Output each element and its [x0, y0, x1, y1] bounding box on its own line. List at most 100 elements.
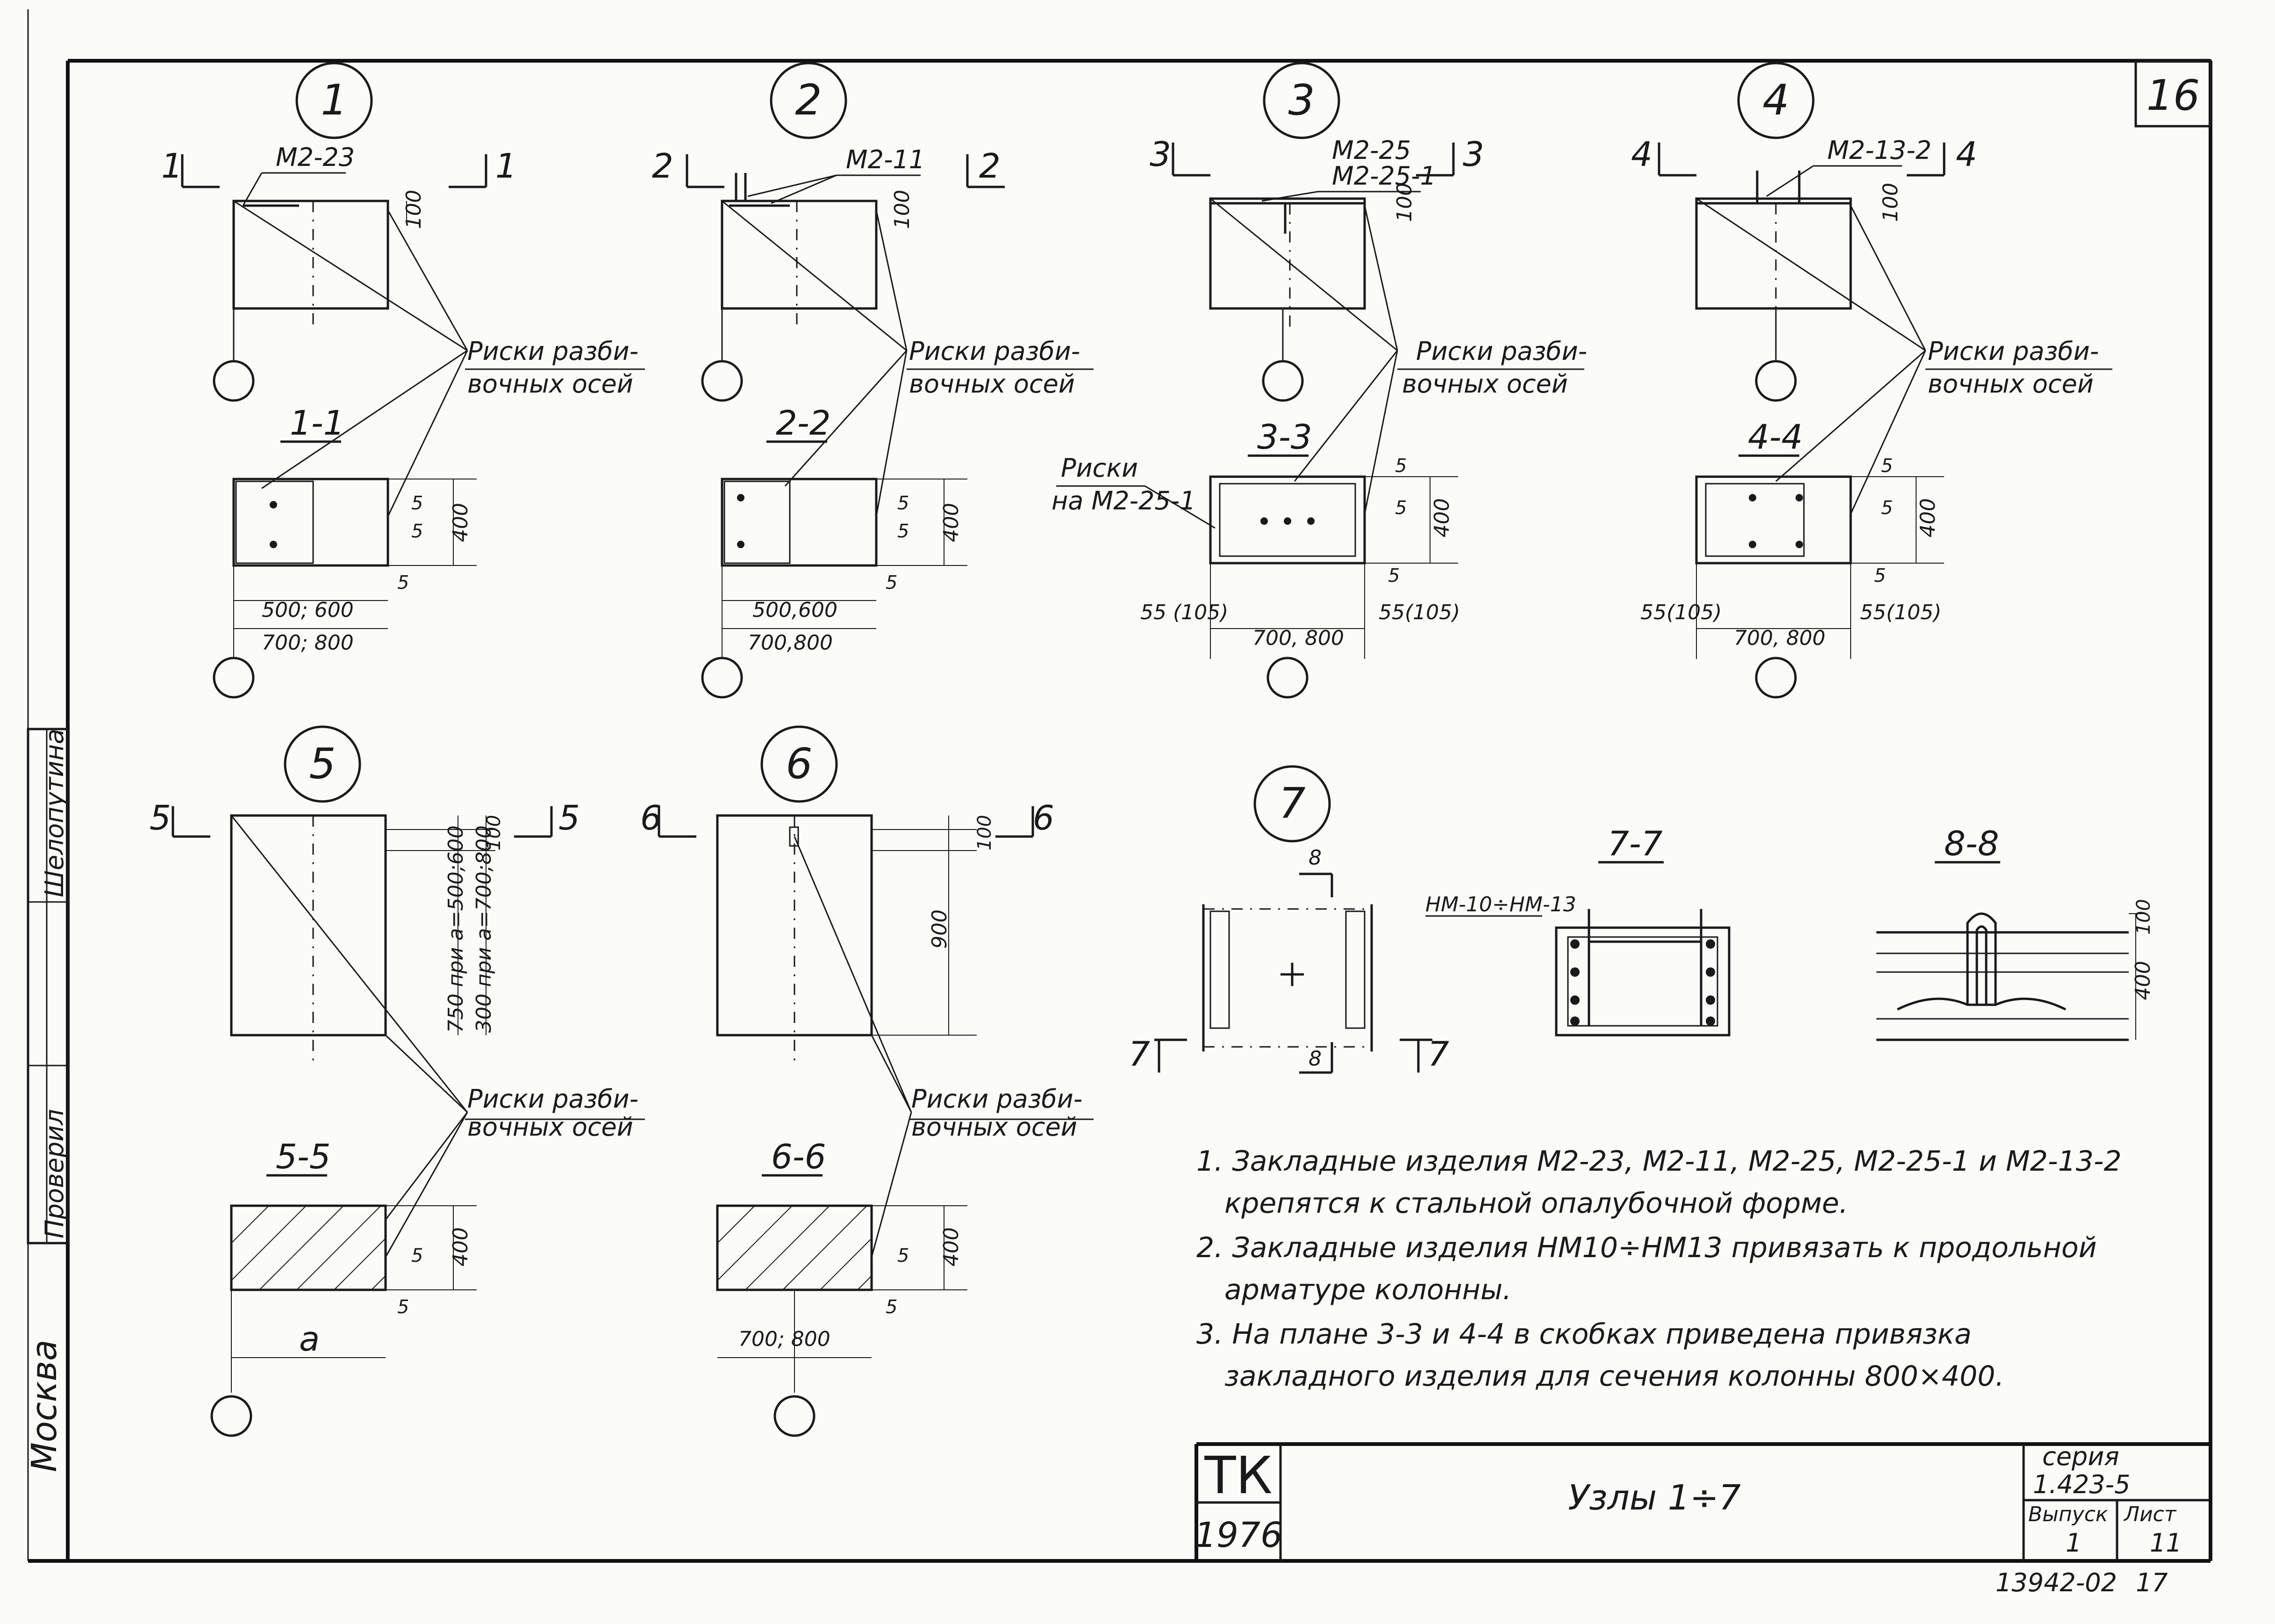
issue-value: 1 — [2066, 1528, 2082, 1558]
note-3a: 3. На плане 3-3 и 4-4 в скобках приведен… — [1196, 1318, 1972, 1351]
svg-text:вочных осей: вочных осей — [1402, 369, 1568, 399]
stamp-city: Москва — [24, 1340, 64, 1472]
svg-text:55(105): 55(105) — [1860, 601, 1941, 624]
svg-text:700; 800: 700; 800 — [738, 1327, 830, 1351]
section-7-7-title: 7-7 — [1608, 824, 1663, 863]
svg-text:5: 5 — [1881, 455, 1893, 477]
series-value: 1.423-5 — [2033, 1470, 2130, 1499]
svg-text:3: 3 — [1150, 135, 1171, 174]
svg-text:55 (105): 55 (105) — [1140, 601, 1228, 624]
svg-text:6: 6 — [640, 798, 662, 837]
node-2-number: 2 — [795, 76, 822, 125]
general-notes: 1. Закладные изделия M2-23, M2-11, M2-25… — [1196, 1145, 2122, 1393]
title-main: Узлы 1÷7 — [1568, 1478, 1741, 1518]
node-3-embed: M2-25 — [1332, 136, 1411, 165]
node-7: 7 8 8 7 7 7-7 HM-10÷HM-13 8-8 — [1129, 765, 2155, 1074]
note-1a: 1. Закладные изделия M2-23, M2-11, M2-25… — [1196, 1145, 2122, 1178]
svg-text:5: 5 — [1874, 565, 1886, 587]
svg-text:вочных осей: вочных осей — [909, 369, 1075, 399]
sheet-number: 16 — [2146, 71, 2200, 120]
node-7-number: 7 — [1279, 779, 1305, 828]
svg-text:Риски разби-: Риски разби- — [1928, 336, 2099, 366]
node-2: 2 2 2 M2-11 100 2-2 400 5 5 5 500,600 70… — [652, 62, 1094, 699]
svg-text:5: 5 — [411, 1245, 423, 1266]
title-block: ТК 1976 Узлы 1÷7 серия 1.423-5 Выпуск 1 … — [1195, 1442, 2211, 1561]
svg-text:5: 5 — [1395, 497, 1407, 519]
hatching — [717, 1205, 872, 1290]
svg-text:5: 5 — [411, 493, 423, 514]
svg-text:100: 100 — [1879, 183, 1903, 222]
series-label: серия — [2042, 1442, 2119, 1471]
svg-text:3: 3 — [1463, 135, 1484, 174]
svg-text:5: 5 — [1395, 455, 1407, 477]
svg-text:1: 1 — [495, 146, 517, 186]
section-1-1-title: 1-1 — [290, 403, 345, 443]
sheet-value: 11 — [2150, 1528, 2182, 1558]
stamp-signer: Шелопутина — [40, 729, 69, 897]
svg-text:5: 5 — [886, 572, 897, 594]
svg-text:100: 100 — [402, 190, 426, 229]
svg-text:5: 5 — [897, 521, 909, 542]
note-2b: арматуре колонны. — [1224, 1273, 1511, 1306]
svg-text:400: 400 — [1916, 498, 1940, 537]
svg-text:вочных осей: вочных осей — [467, 1112, 633, 1142]
svg-text:2: 2 — [652, 146, 673, 186]
svg-text:400: 400 — [939, 503, 963, 542]
svg-text:900: 900 — [928, 909, 951, 949]
svg-text:5: 5 — [886, 1296, 897, 1318]
stamp-checked: Проверил — [40, 1109, 69, 1238]
svg-text:вочных осей: вочных осей — [467, 369, 633, 399]
svg-text:100: 100 — [890, 190, 914, 229]
section-8-8-title: 8-8 — [1944, 824, 1999, 863]
svg-text:4: 4 — [1956, 135, 1977, 174]
svg-text:100: 100 — [483, 815, 505, 851]
svg-text:Риски разби-: Риски разби- — [1416, 336, 1587, 366]
node-7-embed: HM-10÷HM-13 — [1425, 893, 1576, 916]
section-3-3-title: 3-3 — [1257, 417, 1312, 457]
svg-text:400: 400 — [1430, 498, 1454, 537]
node-1: 1 1 1 M2-23 100 1-1 400 5 5 5 500; 600 7… — [161, 62, 645, 699]
svg-text:400: 400 — [449, 1227, 472, 1266]
svg-text:750 при а=500;600: 750 при а=500;600 — [444, 825, 468, 1033]
footer-code: 13942-02 — [1996, 1568, 2117, 1597]
svg-text:5: 5 — [1388, 565, 1400, 587]
svg-text:7: 7 — [1428, 1034, 1449, 1073]
node-6-number: 6 — [786, 739, 812, 788]
svg-text:100: 100 — [2133, 899, 2154, 935]
svg-text:55(105): 55(105) — [1379, 601, 1460, 624]
svg-text:Риски разби-: Риски разби- — [467, 336, 638, 366]
svg-text:7: 7 — [1129, 1034, 1150, 1073]
footer: 13942-02 17 — [1996, 1568, 2168, 1597]
svg-text:2: 2 — [979, 146, 1001, 186]
svg-text:5: 5 — [397, 572, 409, 594]
svg-text:на M2-25-1: на M2-25-1 — [1052, 486, 1196, 515]
svg-text:5: 5 — [397, 1296, 409, 1318]
svg-text:55(105): 55(105) — [1640, 601, 1722, 624]
svg-text:вочных осей: вочных осей — [911, 1112, 1077, 1142]
node-1-bubble — [295, 62, 373, 139]
side-stamp: Проверил Шелопутина Москва — [24, 728, 69, 1472]
svg-text:6: 6 — [1033, 798, 1054, 837]
svg-text:5: 5 — [897, 1245, 909, 1266]
svg-text:700, 800: 700, 800 — [1734, 626, 1825, 650]
svg-text:400: 400 — [939, 1227, 963, 1266]
section-6-6-title: 6-6 — [771, 1137, 826, 1176]
svg-text:300 при а=700;800: 300 при а=700;800 — [472, 825, 496, 1033]
node-6: 6 6 6 100 900 6-6 400 5 5 700; 800 — [640, 725, 1094, 1437]
svg-text:5: 5 — [1881, 497, 1893, 519]
svg-text:5: 5 — [411, 521, 423, 542]
svg-text:5: 5 — [558, 798, 580, 837]
node-4: 4 4 4 M2-13-2 100 4-4 400 5 5 5 55(105) … — [1631, 62, 2112, 699]
section-2-2-title: 2-2 — [776, 403, 831, 443]
node-1-number: 1 — [321, 76, 347, 125]
svg-text:Риски: Риски — [1061, 453, 1138, 483]
svg-text:5: 5 — [897, 493, 909, 514]
svg-text:100: 100 — [974, 815, 995, 851]
footer-page: 17 — [2136, 1568, 2168, 1597]
node-3: 3 3 3 M2-25 M2-25-1 100 3-3 Риски на M2-… — [1052, 62, 1587, 699]
svg-text:500,600: 500,600 — [752, 598, 837, 622]
node-4-embed: M2-13-2 — [1827, 136, 1932, 165]
svg-text:Риски разби-: Риски разби- — [911, 1084, 1082, 1114]
node-1-embed: M2-23 — [276, 143, 355, 172]
svg-text:5: 5 — [150, 798, 171, 837]
